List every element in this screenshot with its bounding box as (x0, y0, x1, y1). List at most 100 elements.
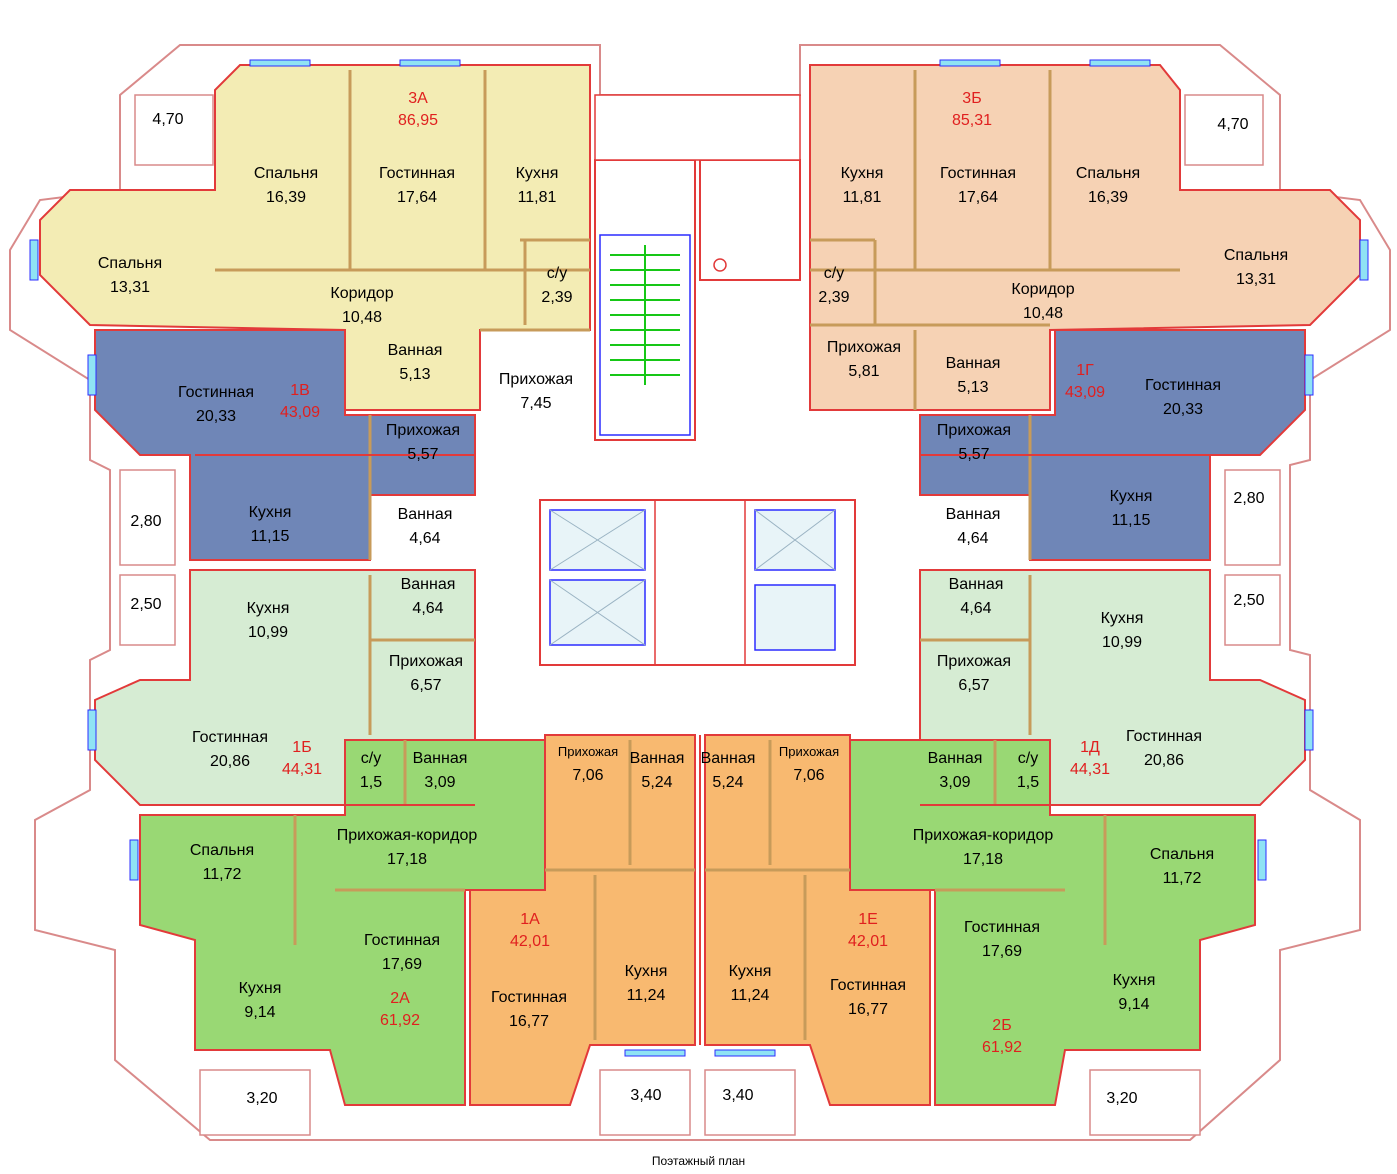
room-area-11: 13,31 (1236, 271, 1276, 288)
room-name-29: Ванная (413, 750, 468, 767)
room-name-24: Кухня (247, 600, 290, 617)
structural-walls (195, 454, 1210, 1045)
room-name-48: Прихожая-коридор (913, 827, 1054, 844)
room-name-39: Кухня (239, 980, 282, 997)
room-area-46: 11,24 (731, 987, 770, 1004)
room-area-28: 1,5 (360, 774, 382, 791)
room-name-40: Прихожая (558, 744, 618, 759)
room-area-44: 5,24 (712, 774, 743, 791)
balcony-area-0: 4,70 (152, 111, 183, 128)
room-name-21: Прихожая (937, 422, 1011, 439)
room-name-50: Гостинная (964, 919, 1040, 936)
room-name-14: Прихожая (827, 339, 901, 356)
room-area-15: 5,13 (957, 379, 988, 396)
room-area-12: 10,48 (1023, 305, 1063, 322)
balcony-area-5: 2,50 (1233, 592, 1264, 609)
room-name-9: Гостинная (940, 165, 1016, 182)
apartment-code-2a: 2А (390, 990, 410, 1007)
room-area-32: 6,57 (958, 677, 989, 694)
room-name-45: Прихожая (779, 744, 839, 759)
room-area-20: 20,33 (1163, 401, 1203, 418)
room-name-16: Гостинная (178, 384, 254, 401)
room-name-19: Ванная (398, 506, 453, 523)
room-name-51: Кухня (1113, 972, 1156, 989)
room-area-26: 6,57 (410, 677, 441, 694)
room-area-42: 16,77 (509, 1013, 549, 1030)
room-name-32: Прихожая (937, 653, 1011, 670)
room-area-0: 16,39 (266, 189, 306, 206)
room-name-20: Гостинная (1145, 377, 1221, 394)
apartment-area-1d: 44,31 (1070, 761, 1110, 778)
room-name-49: Спальня (1150, 846, 1214, 863)
apartment-area-1v: 43,09 (280, 404, 320, 421)
room-name-5: с/у (547, 265, 567, 282)
room-area-22: 4,64 (957, 530, 988, 547)
room-name-34: Ванная (928, 750, 983, 767)
balcony-area-9: 3,20 (1106, 1090, 1137, 1107)
room-name-2: Кухня (516, 165, 559, 182)
balcony-area-7: 3,40 (630, 1087, 661, 1104)
room-name-15: Ванная (946, 355, 1001, 372)
apartment-area-1a: 42,01 (510, 933, 550, 950)
room-area-21: 5,57 (958, 446, 989, 463)
room-area-41: 5,24 (641, 774, 672, 791)
room-name-0: Спальня (254, 165, 318, 182)
apartment-code-1b: 1Б (292, 739, 311, 756)
plan-caption: Поэтажный план (651, 1154, 746, 1168)
room-name-38: Гостинная (364, 932, 440, 949)
room-area-4: 10,48 (342, 309, 382, 326)
room-area-13: 2,39 (818, 289, 849, 306)
room-area-8: 11,81 (843, 189, 882, 206)
room-area-16: 20,33 (196, 408, 236, 425)
room-name-46: Кухня (729, 963, 772, 980)
room-area-38: 17,69 (382, 956, 422, 973)
room-area-9: 17,64 (958, 189, 998, 206)
room-area-34: 3,09 (939, 774, 970, 791)
apartment-code-1v: 1В (290, 382, 310, 399)
room-name-12: Коридор (1011, 281, 1074, 298)
room-name-25: Ванная (401, 576, 456, 593)
room-area-19: 4,64 (409, 530, 440, 547)
room-area-37: 17,18 (387, 851, 427, 868)
balcony-area-3: 2,50 (130, 596, 161, 613)
stairwell (594, 94, 801, 441)
room-name-22: Ванная (946, 506, 1001, 523)
room-name-37: Прихожая-коридор (337, 827, 478, 844)
room-name-44: Ванная (701, 750, 756, 767)
windows (29, 59, 1369, 1057)
interior-walls (215, 70, 1180, 1040)
room-area-27: 20,86 (210, 753, 250, 770)
elevator-block (539, 499, 856, 666)
room-area-40: 7,06 (572, 767, 603, 784)
apartment-area-2b: 61,92 (982, 1039, 1022, 1056)
apartment-code-1g: 1Г (1076, 362, 1094, 379)
room-name-4: Коридор (330, 285, 393, 302)
balcony-area-4: 2,80 (1233, 490, 1264, 507)
apartment-1a (469, 734, 696, 1106)
room-name-13: с/у (824, 265, 844, 282)
room-area-24: 10,99 (248, 624, 288, 641)
balcony-area-6: 3,20 (246, 1090, 277, 1107)
room-area-35: 1,5 (1017, 774, 1039, 791)
apartment-area-1e: 42,01 (848, 933, 888, 950)
room-area-50: 17,69 (982, 943, 1022, 960)
room-name-27: Гостинная (192, 729, 268, 746)
room-area-47: 16,77 (848, 1001, 888, 1018)
room-name-30: Ванная (949, 576, 1004, 593)
apartment-area-1g: 43,09 (1065, 384, 1105, 401)
room-area-7: 7,45 (520, 395, 551, 412)
room-name-23: Кухня (1110, 488, 1153, 505)
apartment-1e (704, 734, 931, 1106)
room-name-18: Кухня (249, 504, 292, 521)
apartment-area-3b: 85,31 (952, 112, 992, 129)
room-area-1: 17,64 (397, 189, 437, 206)
room-area-39: 9,14 (244, 1004, 275, 1021)
room-area-2: 11,81 (518, 189, 557, 206)
room-name-17: Прихожая (386, 422, 460, 439)
room-area-43: 11,24 (627, 987, 666, 1004)
building-outline (9, 44, 1391, 1141)
apartment-code-1e: 1Е (858, 911, 878, 928)
room-name-8: Кухня (841, 165, 884, 182)
apartment-code-3b: 3Б (962, 90, 981, 107)
room-area-51: 9,14 (1118, 996, 1149, 1013)
